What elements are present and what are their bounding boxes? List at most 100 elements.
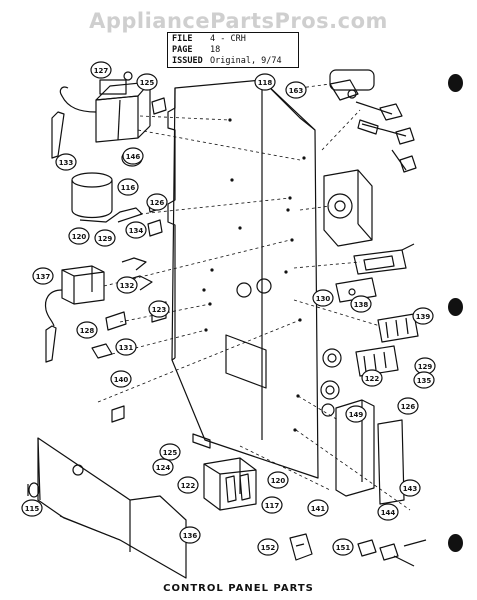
callout-bubble — [117, 178, 139, 196]
callout-number: 134 — [129, 227, 144, 235]
callout-number: 126 — [401, 403, 416, 411]
callout-number: 118 — [258, 79, 273, 87]
part-contactor — [203, 457, 257, 511]
callout-bubble — [76, 321, 98, 339]
callout-bubble — [257, 538, 279, 556]
part-timer-housing — [323, 169, 373, 247]
callout-number: 151 — [336, 544, 351, 552]
info-file-key: FILE — [172, 34, 193, 44]
callout-number: 144 — [381, 509, 396, 517]
callout-number: 116 — [121, 184, 136, 192]
callout-bubble — [21, 499, 43, 517]
callout-bubble — [32, 267, 54, 285]
callout-number: 136 — [183, 532, 198, 540]
callout-bubble — [68, 227, 90, 245]
callout-number: 117 — [265, 502, 280, 510]
callout-bubble — [307, 499, 329, 517]
callout-bubble — [413, 371, 435, 389]
dashed-leader-lines — [97, 83, 411, 511]
callout-number: 127 — [94, 67, 109, 75]
control-panel-back-plate — [167, 79, 319, 479]
callout-bubble — [55, 153, 77, 171]
callout-bubble — [136, 73, 158, 91]
info-issued-key: ISSUED — [172, 56, 203, 66]
callout-number: 140 — [114, 376, 129, 384]
diagram-caption: CONTROL PANEL PARTS — [163, 583, 314, 594]
part-relay-left — [44, 265, 105, 363]
info-page-row: PAGE 18 — [172, 45, 294, 56]
info-issued-row: ISSUED Original, 9/74 — [172, 56, 294, 67]
info-file-row: FILE 4 - CRH — [172, 34, 294, 45]
watermark: AppliancePartsPros.com — [89, 9, 388, 33]
callout-number: 120 — [72, 233, 87, 241]
callout-number: 138 — [354, 301, 369, 309]
callout-bubble — [412, 307, 434, 325]
callout-number: 133 — [59, 159, 74, 167]
callout-bubble — [350, 295, 372, 313]
info-file-value: 4 - CRH — [210, 34, 246, 44]
callout-bubble — [110, 370, 132, 388]
callout-number: 122 — [365, 375, 380, 383]
info-page-key: PAGE — [172, 45, 193, 55]
callout-number: 128 — [80, 327, 95, 335]
callout-bubble — [267, 471, 289, 489]
callout-bubble — [159, 443, 181, 461]
callout-number: 129 — [418, 363, 433, 371]
callout-bubble — [94, 229, 116, 247]
callout-number: 141 — [311, 505, 326, 513]
callout-number: 120 — [271, 477, 286, 485]
callout-number: 115 — [25, 505, 40, 513]
callout-number: 137 — [36, 273, 51, 281]
callout-number: 135 — [417, 377, 432, 385]
callout-bubble — [152, 458, 174, 476]
callout-bubble — [179, 526, 201, 544]
callout-number: 132 — [120, 282, 135, 290]
binder-hole-mark — [448, 534, 463, 552]
part-grommets — [320, 348, 342, 417]
part-knob — [27, 482, 40, 498]
binder-hole-mark — [448, 298, 463, 316]
callout-bubble — [115, 338, 137, 356]
callout-bubble — [312, 289, 334, 307]
callout-bubble — [261, 496, 283, 514]
callout-number: 131 — [119, 344, 134, 352]
callout-number: 143 — [403, 485, 418, 493]
part-timer-motor — [329, 69, 417, 173]
callout-number: 124 — [156, 464, 171, 472]
callout-number: 163 — [289, 87, 304, 95]
callout-number: 152 — [261, 544, 276, 552]
callout-number: 123 — [152, 306, 167, 314]
callout-number: 122 — [181, 482, 196, 490]
info-issued-value: Original, 9/74 — [210, 56, 282, 66]
callout-bubble — [361, 369, 383, 387]
callout-number: 149 — [349, 411, 364, 419]
callout-bubble — [399, 479, 421, 497]
callout-number: 146 — [126, 153, 141, 161]
callout-bubble — [397, 397, 419, 415]
part-plug — [289, 533, 313, 561]
callout-bubble — [285, 81, 307, 99]
part-relay-block-right — [335, 277, 419, 377]
part-wire-connectors — [357, 539, 427, 567]
part-capacitor — [71, 172, 143, 223]
callout-number: 125 — [163, 449, 178, 457]
callout-bubble — [125, 221, 147, 239]
part-bottom-cover — [37, 437, 187, 579]
callout-bubble — [332, 538, 354, 556]
part-thermostat-top — [51, 71, 151, 159]
callout-bubble — [90, 61, 112, 79]
callout-number: 125 — [140, 79, 155, 87]
callout-bubble — [146, 193, 168, 211]
info-box: FILE 4 - CRH PAGE 18 ISSUED Original, 9/74 — [167, 32, 299, 68]
callout-bubble — [116, 276, 138, 294]
callout-number: 139 — [416, 313, 431, 321]
callout-labels: 1271251181331301631461161261201291341371… — [21, 61, 436, 556]
callout-bubble — [177, 476, 199, 494]
info-page-value: 18 — [210, 45, 221, 55]
callout-bubble — [254, 73, 276, 91]
callout-bubble — [148, 300, 170, 318]
part-rocker-switch — [353, 243, 415, 275]
panel-screw-holes — [202, 118, 306, 432]
